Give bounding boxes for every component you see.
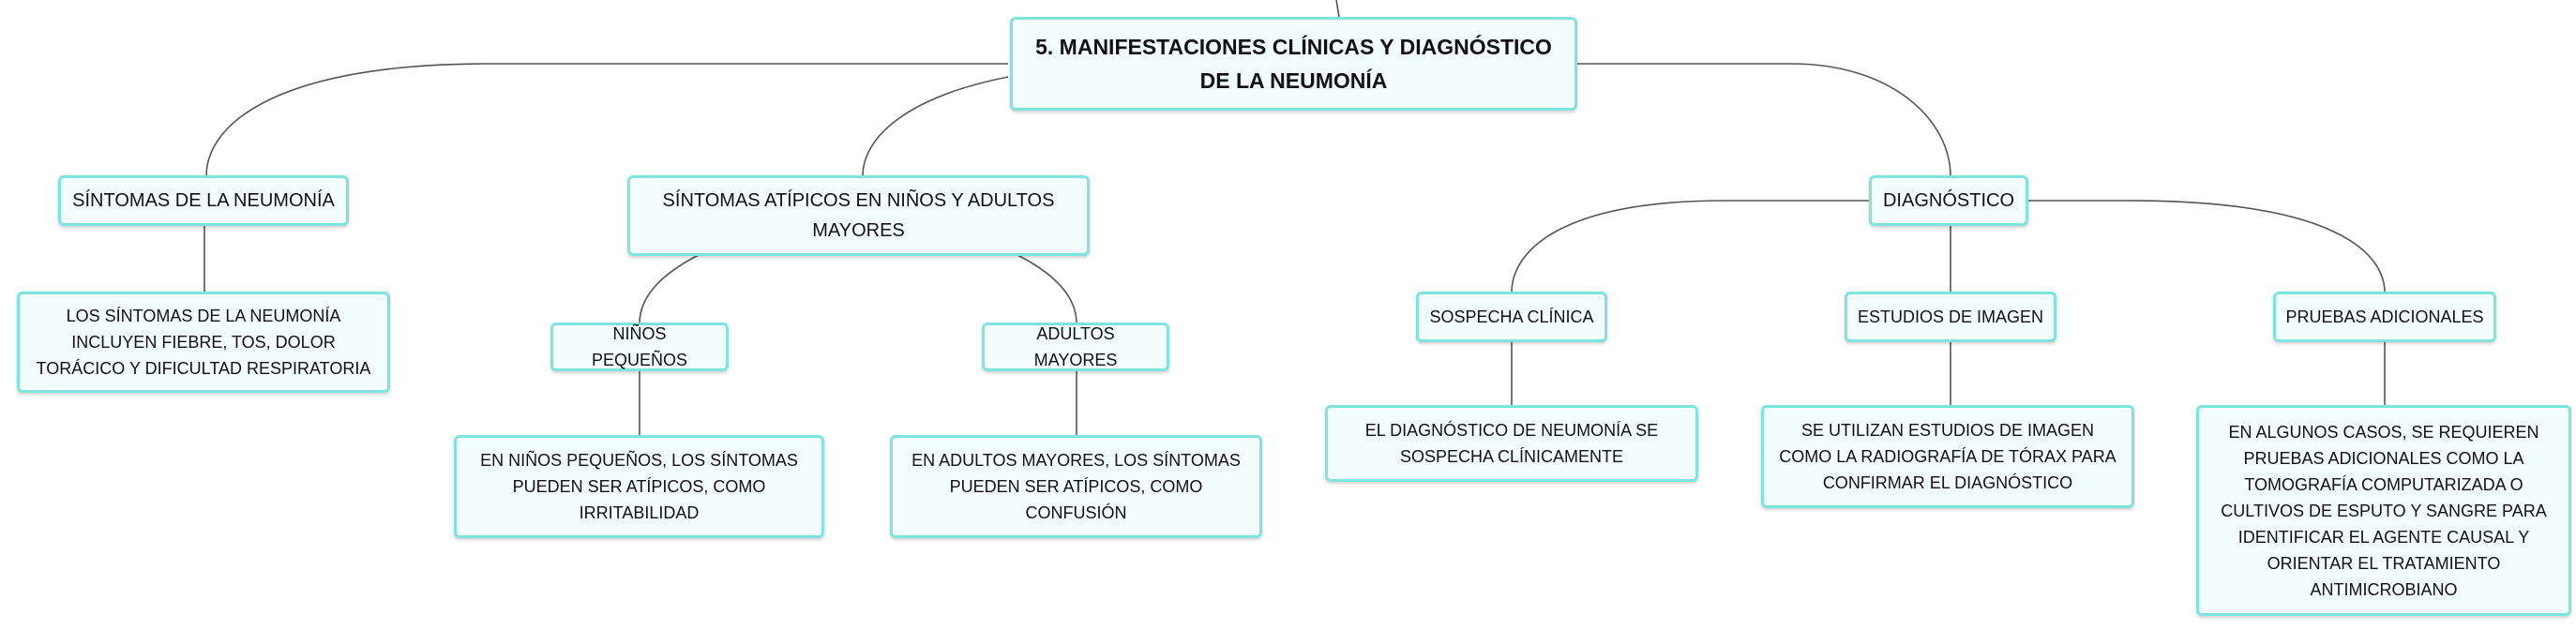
topic-imagen[interactable]: ESTUDIOS DE IMAGEN: [1845, 292, 2056, 342]
topic-ninos-detail-text: EN NIÑOS PEQUEÑOS, LOS SÍNTOMAS PUEDEN S…: [480, 451, 798, 522]
topic-sintomas-detail-text: LOS SÍNTOMAS DE LA NEUMONÍA INCLUYEN FIE…: [36, 307, 371, 378]
topic-diagnostico[interactable]: DIAGNÓSTICO: [1869, 175, 2028, 226]
topic-pruebas[interactable]: PRUEBAS ADICIONALES: [2273, 292, 2496, 342]
connector-root-atipicos: [862, 76, 1009, 177]
topic-sospecha[interactable]: SOSPECHA CLÍNICA: [1416, 292, 1607, 342]
topic-pruebas-detail[interactable]: EN ALGUNOS CASOS, SE REQUIEREN PRUEBAS A…: [2196, 405, 2571, 616]
topic-sospecha-label: SOSPECHA CLÍNICA: [1429, 308, 1594, 326]
topic-imagen-detail[interactable]: SE UTILIZAN ESTUDIOS DE IMAGEN COMO LA R…: [1761, 405, 2134, 508]
connector-atipicos-adultos: [1017, 254, 1077, 324]
topic-adultos-label: ADULTOS MAYORES: [1033, 324, 1118, 369]
topic-adultos-detail-text: EN ADULTOS MAYORES, LOS SÍNTOMAS PUEDEN …: [911, 451, 1241, 522]
topic-atipicos[interactable]: SÍNTOMAS ATÍPICOS EN NIÑOS Y ADULTOS MAY…: [627, 175, 1090, 256]
topic-imagen-label: ESTUDIOS DE IMAGEN: [1857, 308, 2044, 326]
topic-sintomas-label: SÍNTOMAS DE LA NEUMONÍA: [72, 190, 335, 211]
root-topic-label: 5. MANIFESTACIONES CLÍNICAS Y DIAGNÓSTIC…: [1035, 35, 1552, 93]
topic-sospecha-detail[interactable]: EL DIAGNÓSTICO DE NEUMONÍA SE SOSPECHA C…: [1325, 405, 1698, 482]
connector-atipicos-ninos: [639, 254, 700, 324]
topic-sintomas[interactable]: SÍNTOMAS DE LA NEUMONÍA: [58, 175, 349, 226]
topic-ninos-label: NIÑOS PEQUEÑOS: [591, 324, 688, 369]
topic-pruebas-detail-text: EN ALGUNOS CASOS, SE REQUIEREN PRUEBAS A…: [2221, 422, 2547, 599]
connector-root-diagnostico: [1575, 63, 1951, 177]
connector-diagnostico-pruebas: [2026, 200, 2386, 293]
topic-ninos-detail[interactable]: EN NIÑOS PEQUEÑOS, LOS SÍNTOMAS PUEDEN S…: [454, 435, 824, 538]
connector-root-sintomas: [205, 63, 1008, 177]
root-topic[interactable]: 5. MANIFESTACIONES CLÍNICAS Y DIAGNÓSTIC…: [1010, 17, 1577, 111]
topic-atipicos-label: SÍNTOMAS ATÍPICOS EN NIÑOS Y ADULTOS MAY…: [662, 190, 1055, 241]
topic-pruebas-label: PRUEBAS ADICIONALES: [2285, 308, 2484, 326]
topic-ninos[interactable]: NIÑOS PEQUEÑOS: [550, 322, 729, 371]
connector-diagnostico-sospecha: [1511, 200, 1871, 293]
topic-adultos-detail[interactable]: EN ADULTOS MAYORES, LOS SÍNTOMAS PUEDEN …: [890, 435, 1262, 538]
topic-diagnostico-label: DIAGNÓSTICO: [1882, 190, 2014, 211]
topic-sintomas-detail[interactable]: LOS SÍNTOMAS DE LA NEUMONÍA INCLUYEN FIE…: [17, 292, 390, 393]
connector-to-root-parent: [1335, 0, 1340, 18]
topic-adultos[interactable]: ADULTOS MAYORES: [982, 322, 1169, 371]
topic-imagen-detail-text: SE UTILIZAN ESTUDIOS DE IMAGEN COMO LA R…: [1779, 421, 2117, 492]
topic-sospecha-detail-text: EL DIAGNÓSTICO DE NEUMONÍA SE SOSPECHA C…: [1364, 421, 1659, 466]
